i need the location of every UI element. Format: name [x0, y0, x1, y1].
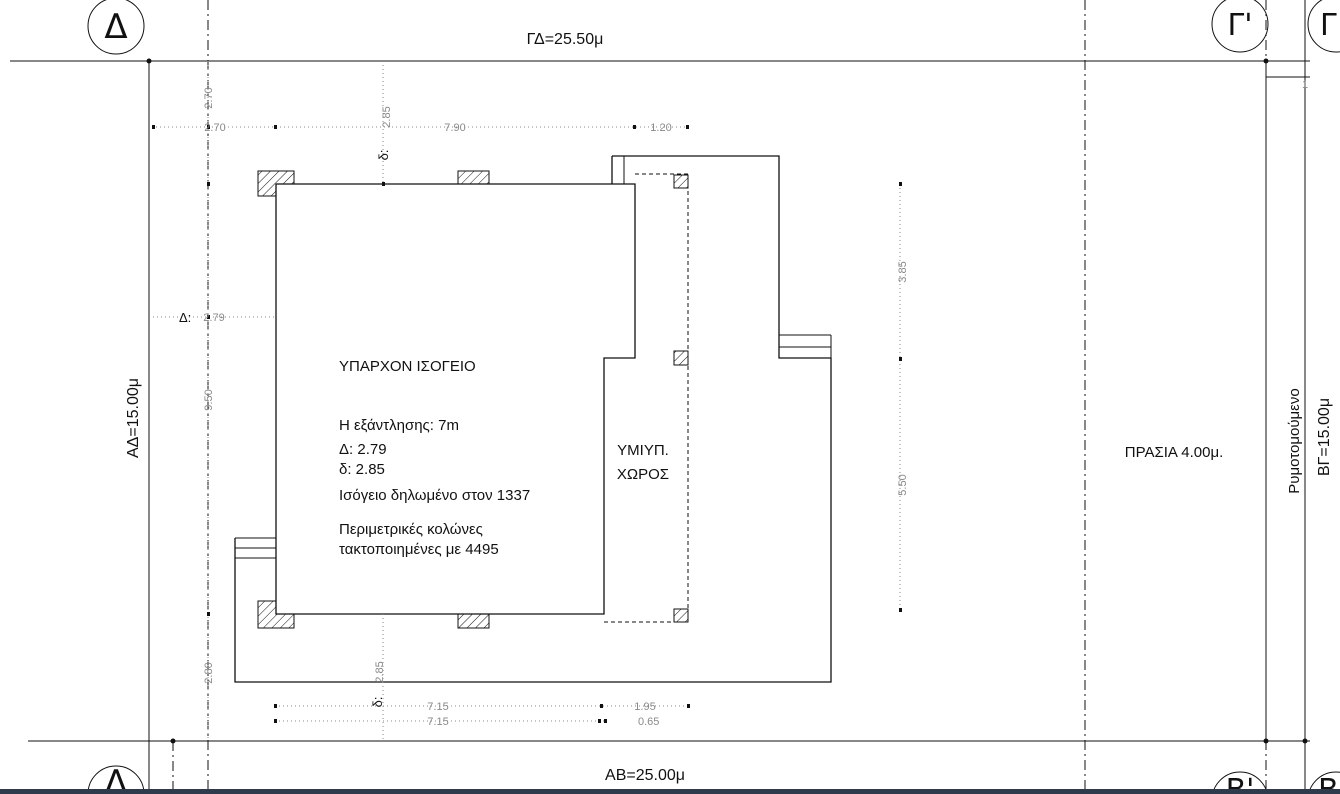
window-bottom-edge: [0, 789, 1340, 794]
outer-wrap-walls: [234, 155, 832, 683]
building-annotation: ΥΠΑΡΧΟΝ ΙΣΟΓΕΙΟ Η εξάντλησης: 7m Δ: 2.79…: [339, 358, 530, 558]
building-declared: Ισόγειο δηλωμένο στον 1337: [339, 487, 530, 504]
dim-delta-value: 2.79: [203, 312, 224, 324]
dim-bottom-small: 2.85: [374, 661, 386, 682]
dimension-ticks: [152, 125, 902, 723]
dim-top-row-3: 1.20: [650, 122, 671, 134]
corner-markers: Δ Γ' Γ Δ Β' Β: [87, 0, 1340, 794]
dim-right-bottom: 5.50: [897, 474, 909, 495]
column-storage-bottom: [673, 608, 689, 623]
setback-lines: [172, 0, 1267, 794]
corner-label: Δ: [104, 763, 127, 794]
boundary-left-label: ΑΔ=15.00μ: [125, 378, 142, 458]
dimension-values: 2.70 9.50 2.80 2.70 7.90 1.20 2.85 δ: Δ:…: [179, 87, 909, 728]
building-big-delta: Δ: 2.79: [339, 441, 387, 458]
building-outline: [234, 155, 832, 683]
dim-right-top: 3.85: [897, 261, 909, 282]
column-storage-middle: [673, 350, 689, 366]
corner-marker-top-left: [87, 0, 145, 55]
boundary-node: [146, 58, 152, 64]
column-storage-top: [673, 174, 689, 189]
building-columns-1: Περιμετρικές κολώνες: [339, 521, 483, 538]
boundary-right-note: Ρυμοτομούμενο: [1286, 388, 1303, 493]
dim-top-row-1: 2.70: [204, 122, 225, 134]
corner-marker-bottom-far-right: [1308, 771, 1340, 794]
column-corner-bottom-left: [257, 600, 295, 629]
corner-marker-top-far-right: [1307, 0, 1340, 53]
delta-small-marker-bottom: δ:: [370, 697, 385, 708]
perimeter-columns: [257, 170, 689, 629]
corner-marker-top-right: [1211, 0, 1269, 53]
corner-label: Γ: [1320, 8, 1337, 43]
storage-label-1: ΥΜΙΥΠ.: [617, 442, 669, 459]
dim-bottom-row2-a: 7.15: [427, 716, 448, 728]
dim-left-bottom: 2.80: [203, 662, 215, 683]
boundary-node: [1302, 738, 1308, 744]
dim-top-small: 2.85: [381, 106, 393, 127]
dim-left-top: 2.70: [203, 87, 215, 108]
building-small-delta: δ: 2.85: [339, 461, 385, 478]
storage-dashed-outline: [604, 173, 689, 623]
boundary-top-label: ΓΔ=25.50μ: [527, 31, 604, 48]
delta-cap-marker: Δ:: [179, 310, 191, 325]
right-edge-digit: 1: [1302, 79, 1308, 91]
corner-marker-bottom-right: [1212, 771, 1268, 794]
boundary-bottom-label: ΑΒ=25.00μ: [605, 767, 685, 784]
building-title: ΥΠΑΡΧΟΝ ΙΣΟΓΕΙΟ: [339, 358, 476, 375]
corner-label: Δ: [104, 7, 127, 47]
dim-top-row-2: 7.90: [444, 122, 465, 134]
building-columns-2: τακτοποιημένες με 4495: [339, 541, 499, 558]
green-strip-label: ΠΡΑΣΙΑ 4.00μ.: [1125, 444, 1224, 461]
corner-label: Γ': [1228, 8, 1253, 43]
dim-bottom-row1-b: 1.95: [634, 701, 655, 713]
dim-bottom-row1-a: 7.15: [427, 701, 448, 713]
corner-label: Β: [1318, 773, 1339, 794]
boundary-right-label: ΒΓ=15.00μ: [1316, 398, 1333, 476]
corner-marker-bottom-left: [87, 765, 145, 794]
dim-bottom-row2-b: 0.65: [638, 716, 659, 728]
delta-small-marker-top: δ:: [376, 150, 391, 161]
dim-left-mid: 9.50: [203, 389, 215, 410]
column-top-middle: [457, 170, 490, 185]
storage-label-2: ΧΩΡΟΣ: [617, 466, 669, 483]
corner-label: Β': [1226, 773, 1255, 794]
column-bottom-middle: [457, 613, 490, 629]
column-corner-top-left: [257, 170, 295, 197]
dimension-lines: [149, 61, 902, 741]
building-height: Η εξάντλησης: 7m: [339, 417, 459, 434]
